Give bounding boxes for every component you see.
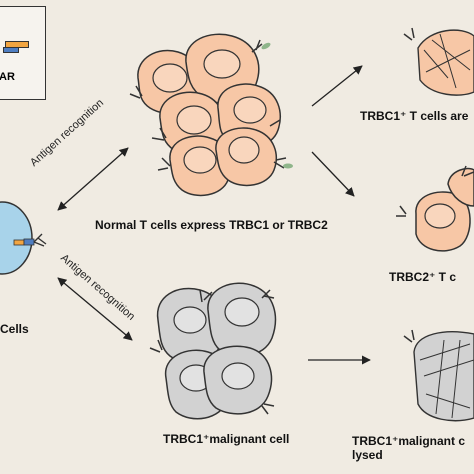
lysed-normal-cells	[403, 27, 474, 96]
malignant-outcome-label-line2: lysed	[352, 448, 383, 462]
car-receptor-icon	[13, 233, 47, 247]
malignant-cell-cluster	[149, 282, 277, 420]
normal-t-cell-cluster	[129, 33, 293, 197]
legend-box: AR	[0, 6, 46, 100]
lysed-malignant-cells	[403, 329, 474, 422]
malignant-outcome-label-line1: TRBC1⁺malignant c	[352, 434, 466, 448]
trbc1-outcome-label: TRBC1⁺ T cells are	[360, 109, 469, 123]
tcr-receptor-icon	[149, 289, 275, 415]
antigen-recognition-arrow-bottom	[57, 277, 133, 341]
car-construct-icon	[3, 47, 19, 53]
outcome-arrow-trbc1	[311, 65, 363, 107]
normal-t-cell	[215, 127, 277, 187]
malignant-cell	[207, 282, 277, 357]
car-t-cell	[0, 201, 47, 275]
malignant-cell	[203, 345, 273, 415]
car-t-cell-label: Cells	[0, 322, 29, 336]
antigen-recognition-arrow-top	[57, 147, 129, 211]
trbc2-outcome-label: TRBC2⁺ T c	[389, 270, 457, 284]
tcr-receptor-icon	[129, 39, 293, 171]
malignant-cells-caption: TRBC1⁺malignant cell	[163, 432, 290, 446]
legend-car-label: AR	[0, 71, 15, 83]
outcome-arrow-trbc2	[311, 151, 355, 197]
normal-cells-caption: Normal T cells express TRBC1 or TRBC2	[95, 218, 328, 232]
surviving-trbc2-cells	[396, 165, 474, 252]
